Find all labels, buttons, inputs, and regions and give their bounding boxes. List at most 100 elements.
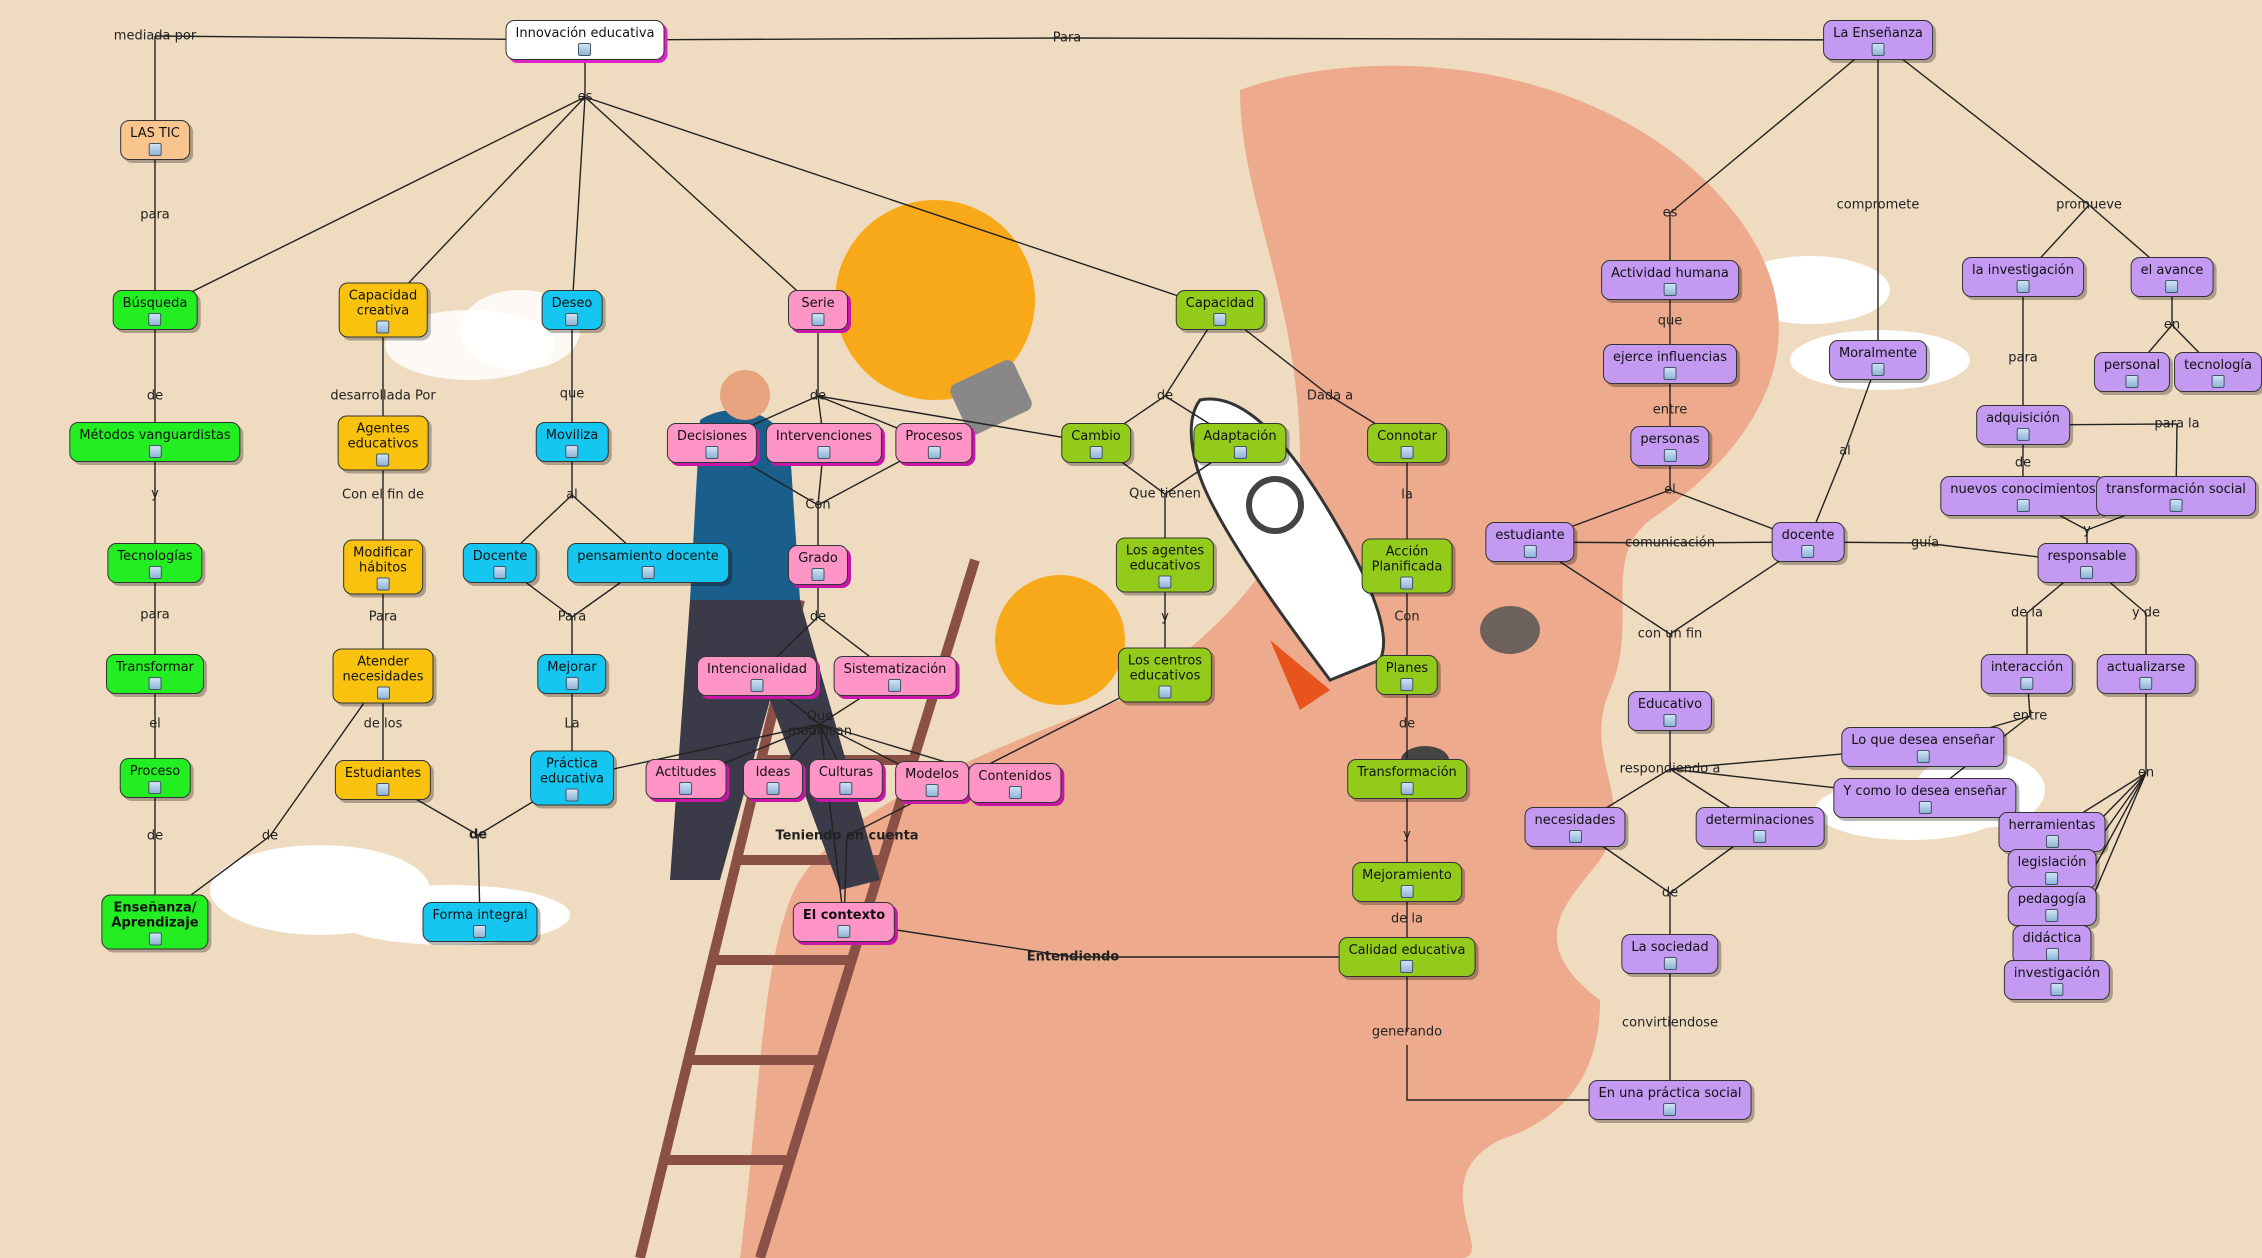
resource-icon[interactable] bbox=[1663, 283, 1677, 296]
concept-node-docente1[interactable]: Docente bbox=[462, 543, 538, 583]
concept-node-invest[interactable]: la investigación bbox=[1962, 257, 2084, 297]
resource-icon[interactable] bbox=[2211, 375, 2225, 388]
concept-node-person[interactable]: personas bbox=[1630, 426, 1710, 466]
concept-node-respons[interactable]: responsable bbox=[2037, 543, 2137, 583]
resource-icon[interactable] bbox=[839, 782, 853, 795]
resource-icon[interactable] bbox=[1871, 43, 1885, 56]
concept-node-tecnolog[interactable]: tecnología bbox=[2174, 352, 2262, 392]
concept-node-deseo[interactable]: Deseo bbox=[541, 290, 603, 330]
concept-node-educativo[interactable]: Educativo bbox=[1627, 691, 1713, 731]
concept-node-planes[interactable]: Planes bbox=[1375, 655, 1439, 695]
resource-icon[interactable] bbox=[1233, 446, 1247, 459]
resource-icon[interactable] bbox=[1568, 830, 1582, 843]
concept-node-pedag[interactable]: pedagogía bbox=[2007, 886, 2097, 926]
resource-icon[interactable] bbox=[148, 143, 162, 156]
resource-icon[interactable] bbox=[148, 781, 162, 794]
resource-icon[interactable] bbox=[817, 446, 831, 459]
resource-icon[interactable] bbox=[679, 782, 693, 795]
resource-icon[interactable] bbox=[1918, 801, 1932, 814]
resource-icon[interactable] bbox=[376, 686, 390, 700]
resource-icon[interactable] bbox=[1801, 545, 1815, 558]
resource-icon[interactable] bbox=[2125, 375, 2139, 388]
resource-icon[interactable] bbox=[1400, 885, 1414, 898]
resource-icon[interactable] bbox=[2169, 499, 2183, 512]
concept-node-transf[interactable]: Transformar bbox=[106, 654, 204, 694]
concept-node-model[interactable]: Modelos bbox=[895, 761, 969, 801]
resource-icon[interactable] bbox=[705, 446, 719, 459]
resource-icon[interactable] bbox=[2045, 909, 2059, 922]
concept-node-docente2[interactable]: docente bbox=[1771, 522, 1845, 562]
concept-node-proc[interactable]: Proceso bbox=[119, 758, 191, 798]
resource-icon[interactable] bbox=[1663, 367, 1677, 380]
resource-icon[interactable] bbox=[1400, 576, 1414, 590]
concept-node-practsoc[interactable]: En una práctica social bbox=[1588, 1080, 1752, 1120]
concept-node-ycomo[interactable]: Y como lo desea enseñar bbox=[1833, 778, 2017, 818]
resource-icon[interactable] bbox=[1008, 786, 1022, 799]
concept-node-investig[interactable]: investigación bbox=[2003, 960, 2111, 1000]
resource-icon[interactable] bbox=[2080, 566, 2094, 579]
resource-icon[interactable] bbox=[2016, 428, 2030, 441]
resource-icon[interactable] bbox=[2016, 499, 2030, 512]
resource-icon[interactable] bbox=[811, 568, 825, 581]
concept-node-cambio[interactable]: Cambio bbox=[1061, 423, 1131, 463]
concept-node-moral[interactable]: Moralmente bbox=[1828, 340, 1928, 380]
resource-icon[interactable] bbox=[811, 313, 825, 326]
resource-icon[interactable] bbox=[766, 782, 780, 795]
concept-node-mejorar[interactable]: Mejorar bbox=[537, 654, 607, 694]
resource-icon[interactable] bbox=[925, 784, 939, 797]
concept-node-ejerce[interactable]: ejerce influencias bbox=[1603, 344, 1737, 384]
resource-icon[interactable] bbox=[376, 783, 390, 796]
resource-icon[interactable] bbox=[1213, 313, 1227, 326]
resource-icon[interactable] bbox=[1753, 830, 1767, 843]
concept-node-sistem[interactable]: Sistematización bbox=[833, 656, 957, 696]
resource-icon[interactable] bbox=[565, 445, 579, 458]
concept-node-calidad[interactable]: Calidad educativa bbox=[1338, 937, 1476, 977]
concept-node-herram[interactable]: herramientas bbox=[1998, 812, 2106, 852]
resource-icon[interactable] bbox=[1158, 575, 1172, 589]
concept-node-busq[interactable]: Búsqueda bbox=[112, 290, 198, 330]
resource-icon[interactable] bbox=[1158, 685, 1172, 699]
resource-icon[interactable] bbox=[1400, 446, 1414, 459]
resource-icon[interactable] bbox=[2020, 677, 2034, 690]
concept-node-adapt[interactable]: Adaptación bbox=[1193, 423, 1287, 463]
concept-node-interv[interactable]: Intervenciones bbox=[765, 423, 883, 463]
concept-node-grado[interactable]: Grado bbox=[788, 545, 848, 585]
resource-icon[interactable] bbox=[641, 566, 655, 579]
concept-node-socied[interactable]: La sociedad bbox=[1621, 934, 1719, 974]
concept-node-legis[interactable]: legislación bbox=[2007, 849, 2097, 889]
concept-node-pensdoc[interactable]: pensamiento docente bbox=[567, 543, 729, 583]
resource-icon[interactable] bbox=[1400, 782, 1414, 795]
concept-node-nuevos[interactable]: nuevos conocimientos bbox=[1940, 476, 2106, 516]
concept-node-tic[interactable]: LAS TIC bbox=[120, 120, 190, 160]
concept-node-transoc[interactable]: transformación social bbox=[2096, 476, 2256, 516]
concept-node-tecn[interactable]: Tecnologías bbox=[107, 543, 203, 583]
resource-icon[interactable] bbox=[1871, 363, 1885, 376]
concept-node-acthum[interactable]: Actividad humana bbox=[1601, 260, 1739, 300]
concept-node-avance[interactable]: el avance bbox=[2130, 257, 2214, 297]
resource-icon[interactable] bbox=[578, 43, 592, 56]
resource-icon[interactable] bbox=[473, 925, 487, 938]
concept-node-estudiante[interactable]: estudiante bbox=[1485, 522, 1575, 562]
resource-icon[interactable] bbox=[148, 313, 162, 326]
concept-node-mejora[interactable]: Mejoramiento bbox=[1352, 862, 1462, 902]
resource-icon[interactable] bbox=[1663, 714, 1677, 727]
resource-icon[interactable] bbox=[1523, 545, 1537, 558]
concept-node-decis[interactable]: Decisiones bbox=[666, 423, 758, 463]
resource-icon[interactable] bbox=[1916, 750, 1930, 763]
resource-icon[interactable] bbox=[837, 925, 851, 938]
resource-icon[interactable] bbox=[1663, 1103, 1677, 1116]
resource-icon[interactable] bbox=[565, 313, 579, 326]
concept-node-actit[interactable]: Actitudes bbox=[645, 759, 727, 799]
concept-node-neces[interactable]: necesidades bbox=[1524, 807, 1626, 847]
resource-icon[interactable] bbox=[1400, 960, 1414, 973]
concept-node-interac[interactable]: interacción bbox=[1980, 654, 2074, 694]
concept-node-conten[interactable]: Contenidos bbox=[968, 763, 1062, 803]
concept-node-adquis[interactable]: adquisición bbox=[1976, 405, 2070, 445]
resource-icon[interactable] bbox=[2045, 835, 2059, 848]
